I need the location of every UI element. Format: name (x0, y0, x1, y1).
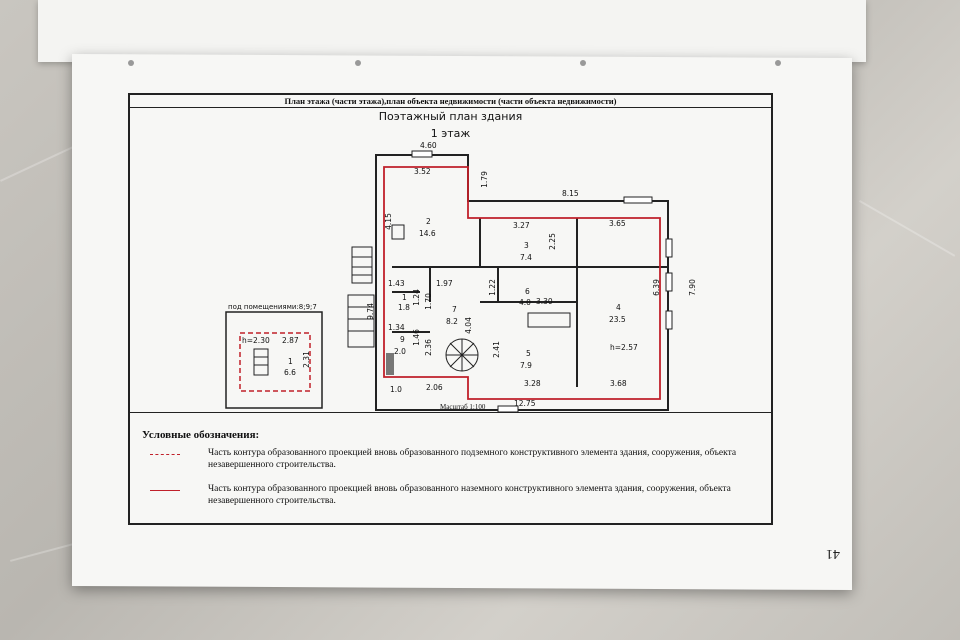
room-number: 4 (616, 303, 621, 312)
dim-label: 1.43 (388, 279, 405, 288)
dim-label: 1.70 (423, 293, 433, 310)
marble-vein (859, 200, 956, 257)
dim-label: 2.36 (423, 339, 433, 356)
dim-label: 8.15 (562, 189, 579, 198)
red-contour (383, 166, 661, 400)
dim-label: 9.74 (365, 303, 375, 320)
basement-height: h=2.30 (242, 336, 270, 345)
room-area: 4.0 (519, 298, 531, 307)
spiral-staircase (445, 338, 479, 372)
stove-icon (391, 224, 405, 240)
page-number: 41 (826, 546, 840, 561)
dim-label: 1.34 (388, 323, 405, 332)
dim-label: 1.22 (487, 279, 497, 296)
dim-label: 4.15 (383, 213, 393, 230)
dimension-labels: 4.60 3.52 1.79 8.15 4.15 3.27 3.65 2.25 … (130, 107, 771, 412)
bathtub (527, 312, 571, 328)
legend-text: Часть контура образованного проекцией вн… (208, 484, 731, 506)
dim-label: 7.90 (687, 279, 697, 296)
binding-hole (355, 60, 361, 66)
plan-area: Поэтажный план здания 1 этаж (130, 107, 771, 413)
dim-label: 1.46 (411, 329, 421, 346)
dim-label: 6.39 (651, 279, 661, 296)
dim-label: 3.27 (513, 221, 530, 230)
room-number: 3 (524, 241, 529, 250)
dashed-red-line (150, 454, 180, 455)
back-page (38, 0, 866, 62)
basement-inset (225, 311, 323, 409)
room-number: 9 (400, 335, 405, 344)
room-number: 1 (288, 357, 293, 366)
dim-label: 4.04 (463, 317, 473, 334)
legend-heading: Условные обозначения: (142, 429, 260, 441)
room-area: 7.4 (520, 253, 532, 262)
room-number: 1 (402, 293, 407, 302)
floor-title: 1 этаж (430, 127, 471, 140)
basement-caption: под помещениями:8;9;7 (228, 303, 317, 311)
entrance-steps (347, 246, 375, 348)
room-area: 6.6 (284, 368, 296, 377)
dim-label: 1.24 (411, 289, 421, 306)
dim-label: 2.31 (301, 351, 311, 368)
solid-red-line (150, 490, 180, 491)
room-number: 2 (426, 217, 431, 226)
dim-label: 2.41 (491, 341, 501, 358)
legend-item-underground: Часть контура образованного проекцией вн… (150, 447, 750, 477)
floor-plan-drawing (225, 150, 673, 412)
dim-label: 1.79 (479, 171, 489, 188)
windows (411, 150, 673, 412)
scale-label: Масштаб 1:100 (440, 403, 486, 411)
dim-label: 2.87 (282, 336, 299, 345)
legend-text: Часть контура образованного проекцией вн… (208, 448, 737, 470)
dim-label: 3.28 (524, 379, 541, 388)
building-walls (375, 154, 669, 411)
room-area: 1.8 (398, 303, 410, 312)
room-area: 8.2 (446, 317, 458, 326)
legend-item-aboveground: Часть контура образованного проекцией вн… (150, 483, 750, 513)
dim-label: 3.65 (609, 219, 626, 228)
dim-label: 4.60 (420, 141, 437, 150)
room-number: 5 (526, 349, 531, 358)
room-area: 23.5 (609, 315, 626, 324)
dim-label: 1.97 (436, 279, 453, 288)
room-number: 6 (525, 287, 530, 296)
room-number: 7 (452, 305, 457, 314)
dim-label: 3.30 (536, 297, 553, 306)
dim-label: 2.25 (547, 233, 557, 250)
dim-label: 3.68 (610, 379, 627, 388)
wall-hatch (386, 353, 394, 375)
height-label: h=2.57 (610, 343, 638, 352)
binding-hole (580, 60, 586, 66)
drawing-frame: План этажа (части этажа),план объекта не… (128, 93, 773, 525)
room-area: 14.6 (419, 229, 436, 238)
document-header: План этажа (части этажа),план объекта не… (130, 95, 771, 108)
room-area: 7.9 (520, 361, 532, 370)
dim-label: 12.75 (514, 399, 536, 408)
binding-hole (775, 60, 781, 66)
dim-label: 1.0 (390, 385, 402, 394)
room-area: 2.0 (394, 347, 406, 356)
dim-label: 2.06 (426, 383, 443, 392)
dim-label: 3.52 (414, 167, 431, 176)
binding-hole (128, 60, 134, 66)
plan-title: Поэтажный план здания (378, 110, 523, 123)
legend: Условные обозначения: Часть контура обра… (130, 413, 771, 523)
